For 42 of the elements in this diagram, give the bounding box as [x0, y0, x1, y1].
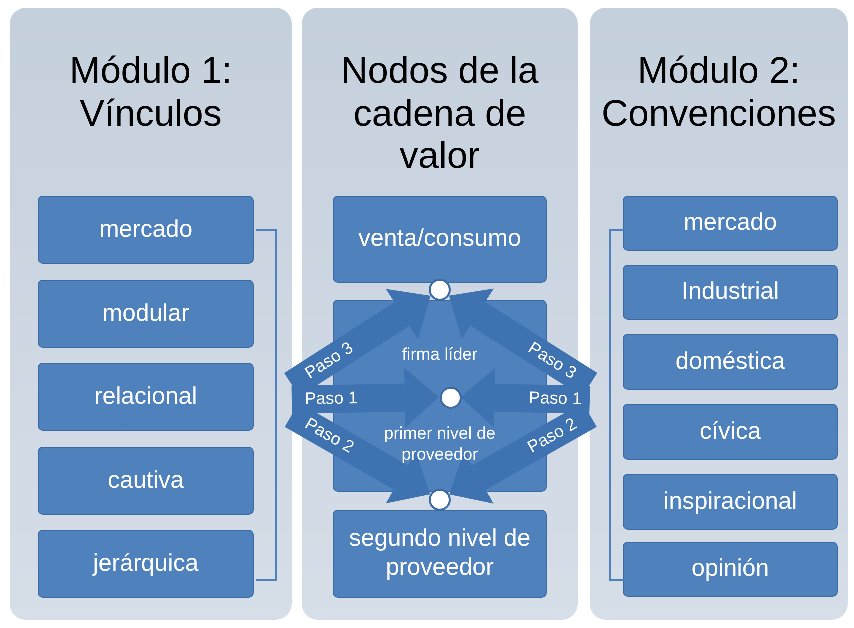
- category-box: [623, 474, 838, 530]
- column-heading: Módulo 2: Convenciones: [600, 50, 838, 136]
- category-box: [333, 196, 547, 283]
- category-box: [623, 334, 838, 390]
- column-heading: Nodos de la cadena de valor: [340, 50, 540, 178]
- category-box: [623, 404, 838, 460]
- box-label: jerárquica: [93, 550, 199, 578]
- edge-label: Paso 3: [301, 338, 357, 384]
- column-panel: [10, 8, 292, 620]
- junction-circle: [440, 387, 462, 409]
- category-box: [38, 196, 254, 264]
- box-label: modular: [102, 300, 190, 328]
- category-box: [38, 363, 254, 431]
- box-label: inspiracional: [664, 488, 798, 516]
- edge-label: Paso 1: [528, 388, 582, 410]
- box-label: mercado: [99, 216, 193, 244]
- box-label: doméstica: [676, 348, 786, 376]
- box-label: segundo nivel de proveedor: [348, 525, 532, 583]
- box-label: relacional: [94, 382, 198, 412]
- category-box: [38, 530, 254, 598]
- box-label: venta/consumo: [358, 225, 522, 254]
- block-arrow: [292, 368, 439, 428]
- box-label: Industrial: [682, 278, 780, 307]
- category-box: [623, 196, 838, 251]
- category-box: [38, 280, 254, 348]
- box-label: cívica: [700, 418, 762, 446]
- box-label: firma líder: [401, 345, 479, 366]
- category-box: [38, 447, 254, 515]
- edge-label: Paso 2: [301, 414, 357, 458]
- column-heading: Módulo 1: Vínculos: [68, 50, 234, 136]
- category-box: [623, 265, 838, 320]
- box-label: primer nivel de proveedor: [383, 424, 497, 465]
- box-label: cautiva: [108, 466, 184, 496]
- category-box: [623, 542, 838, 597]
- block-arrow: [461, 368, 590, 428]
- column-panel: [590, 8, 848, 620]
- edge-label: Paso 3: [524, 338, 580, 384]
- box-label: mercado: [684, 209, 778, 238]
- edge-label: Paso 2: [524, 414, 580, 458]
- box-label: opinión: [692, 555, 770, 584]
- edge-label: Paso 1: [304, 388, 358, 410]
- category-box: [333, 510, 547, 598]
